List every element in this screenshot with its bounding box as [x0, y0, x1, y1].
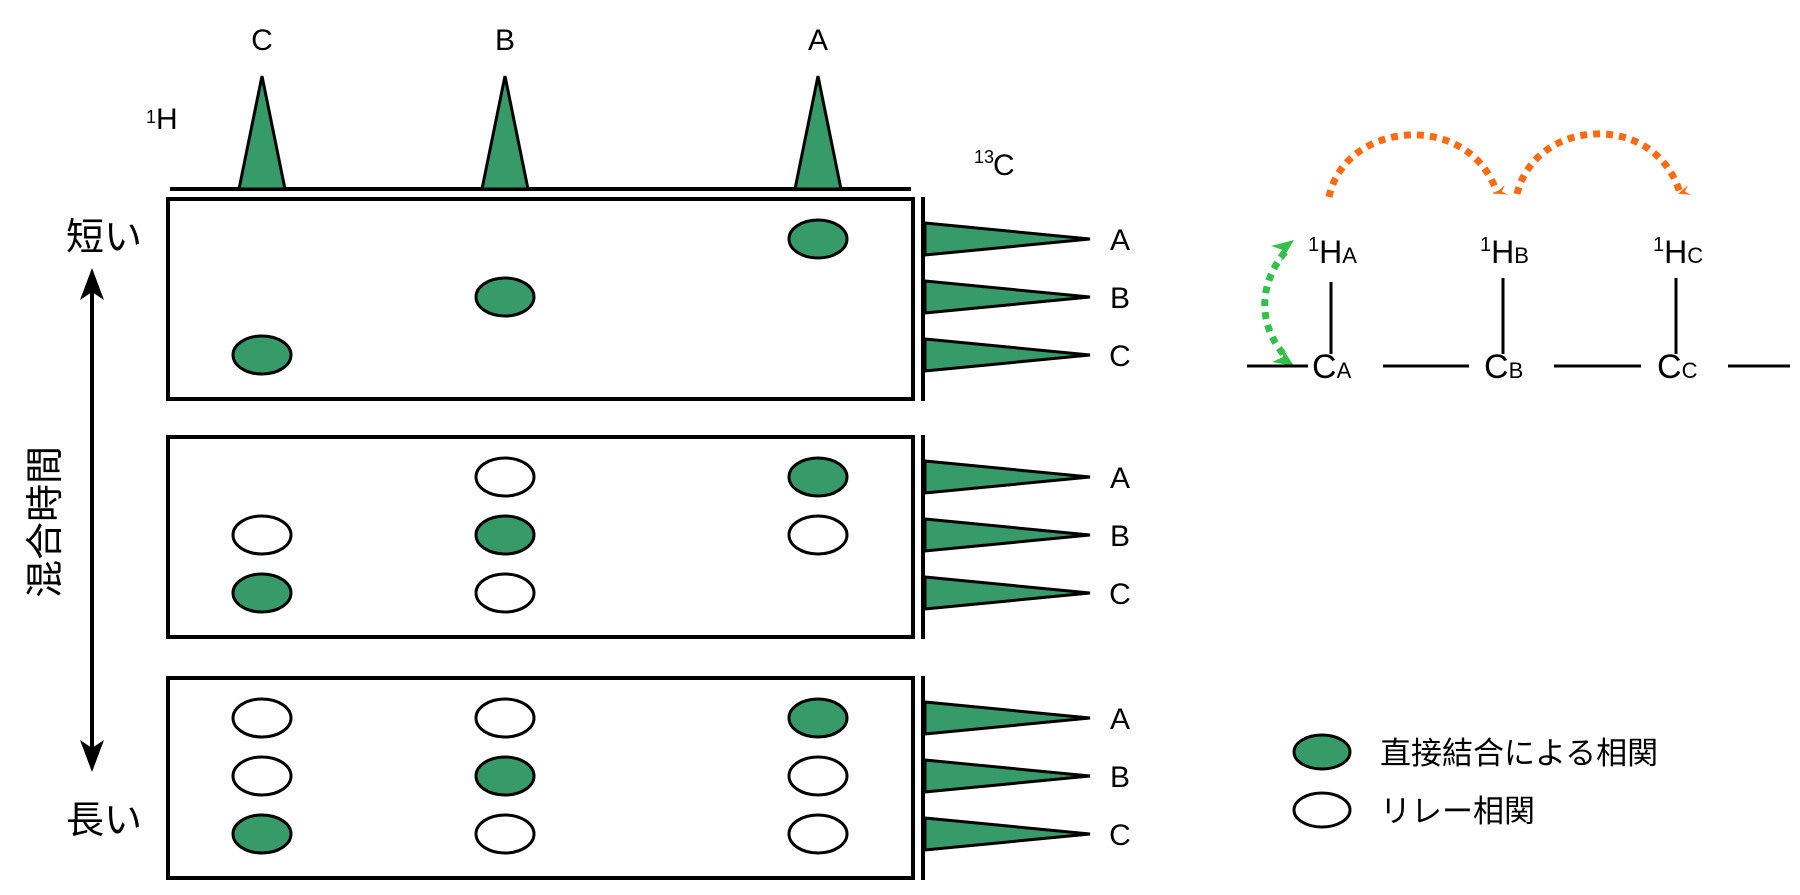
h1-axis-label: H: [156, 103, 178, 136]
cross-peak-relay-hc-ca: [231, 697, 293, 739]
mixing-short-label: 短い: [66, 215, 142, 259]
h1-peak-b: [480, 75, 530, 191]
spectrum-panel-medium-mixing: ABC: [166, 435, 1131, 639]
cross-peak-relay-hb-ca: [474, 697, 536, 739]
h1-axis-prefix: 1: [146, 107, 156, 127]
c13-peak-label: A: [1110, 224, 1130, 257]
legend-item-relay: リレー相関: [1292, 791, 1535, 830]
h1-peak-a: [793, 75, 843, 191]
spectrum-panel-long-mixing: ABC: [166, 676, 1131, 880]
cross-peak-relay-hb-cc: [474, 572, 536, 614]
c13-spectrum: 13 C: [974, 147, 1015, 182]
cross-peak-direct-hc-cc: [231, 572, 293, 614]
hydrogen-atom-c: 1HC: [1653, 234, 1703, 270]
carbon-atom-c: CC: [1657, 348, 1698, 386]
c13-peak-b: [923, 758, 1091, 794]
mixing-long-label: 長い: [66, 798, 142, 842]
h1-spectrum: 1 H C B A: [146, 24, 911, 191]
legend-label: リレー相関: [1380, 794, 1535, 830]
c13-peak-label: C: [1109, 819, 1131, 852]
panel-frame: [166, 197, 915, 401]
cross-peak-direct-ha-ca: [787, 456, 849, 498]
hydrogen-atom-a: 1HA: [1308, 234, 1357, 270]
c13-axis-label: C: [993, 149, 1015, 182]
cross-peak-relay-ha-cb: [787, 514, 849, 556]
cross-peak-direct-ha-ca: [787, 218, 849, 260]
c13-peak-c: [923, 816, 1091, 852]
c13-peak-label: C: [1109, 340, 1131, 373]
c13-peak-a: [923, 459, 1091, 495]
cross-peak-direct-hb-cb: [474, 514, 536, 556]
mixing-time-label: 混合時間: [23, 446, 67, 598]
carbon-atom-b: CB: [1484, 348, 1523, 386]
cross-peak-direct-hc-cc: [231, 813, 293, 855]
c13-peak-label: A: [1110, 462, 1130, 495]
relay-arrow-hb-hc: [1513, 130, 1692, 195]
cross-peak-relay-hc-cb: [231, 514, 293, 556]
cross-peak-relay-hb-cc: [474, 813, 536, 855]
cross-peak-relay-ha-cc: [787, 813, 849, 855]
c13-peak-a: [923, 700, 1091, 736]
c13-peak-label: B: [1110, 761, 1130, 794]
direct-arrow-ha-ca: [1261, 249, 1288, 359]
h1-peak-label: C: [251, 24, 273, 57]
spin-system-structure: 1HA 1HB 1HC CA CB CC: [1247, 130, 1790, 386]
c13-peak-label: C: [1109, 578, 1131, 611]
c13-peak-label: B: [1110, 520, 1130, 553]
cross-peak-direct-hb-cb: [474, 276, 536, 318]
arrow-down-icon: [80, 740, 104, 772]
c13-peak-c: [923, 337, 1091, 373]
c13-peak-label: B: [1110, 282, 1130, 315]
cross-peak-direct-ha-ca: [787, 697, 849, 739]
arrow-head-icon: [1271, 240, 1294, 262]
c13-peak-b: [923, 517, 1091, 553]
cross-peak-relay-hb-ca: [474, 456, 536, 498]
h1-peak-label: B: [495, 24, 515, 57]
mixing-time-axis: 短い 長い 混合時間: [23, 215, 142, 842]
legend-swatch-direct: [1292, 733, 1352, 771]
c13-peak-b: [923, 279, 1091, 315]
spectrum-panel-short-mixing: ABC: [166, 197, 1131, 401]
c13-axis-prefix: 13: [974, 147, 994, 167]
arrow-up-icon: [80, 268, 104, 300]
cross-peak-relay-ha-cb: [787, 755, 849, 797]
carbon-atom-a: CA: [1312, 348, 1352, 386]
hydrogen-atom-b: 1HB: [1480, 234, 1529, 270]
legend-item-direct: 直接結合による相関: [1292, 733, 1658, 772]
legend-swatch-relay: [1292, 791, 1352, 829]
h1-peak-c: [237, 75, 287, 191]
cross-peak-direct-hc-cc: [231, 334, 293, 376]
h1-peak-label: A: [808, 24, 828, 57]
arrow-head-icon: [1272, 346, 1294, 366]
legend-label: 直接結合による相関: [1380, 736, 1658, 772]
cross-peak-direct-hb-cb: [474, 755, 536, 797]
cross-peak-relay-hc-cb: [231, 755, 293, 797]
c13-peak-a: [923, 221, 1091, 257]
relay-arrow-ha-hb: [1325, 131, 1509, 198]
c13-peak-c: [923, 575, 1091, 611]
c13-peak-label: A: [1110, 703, 1130, 736]
